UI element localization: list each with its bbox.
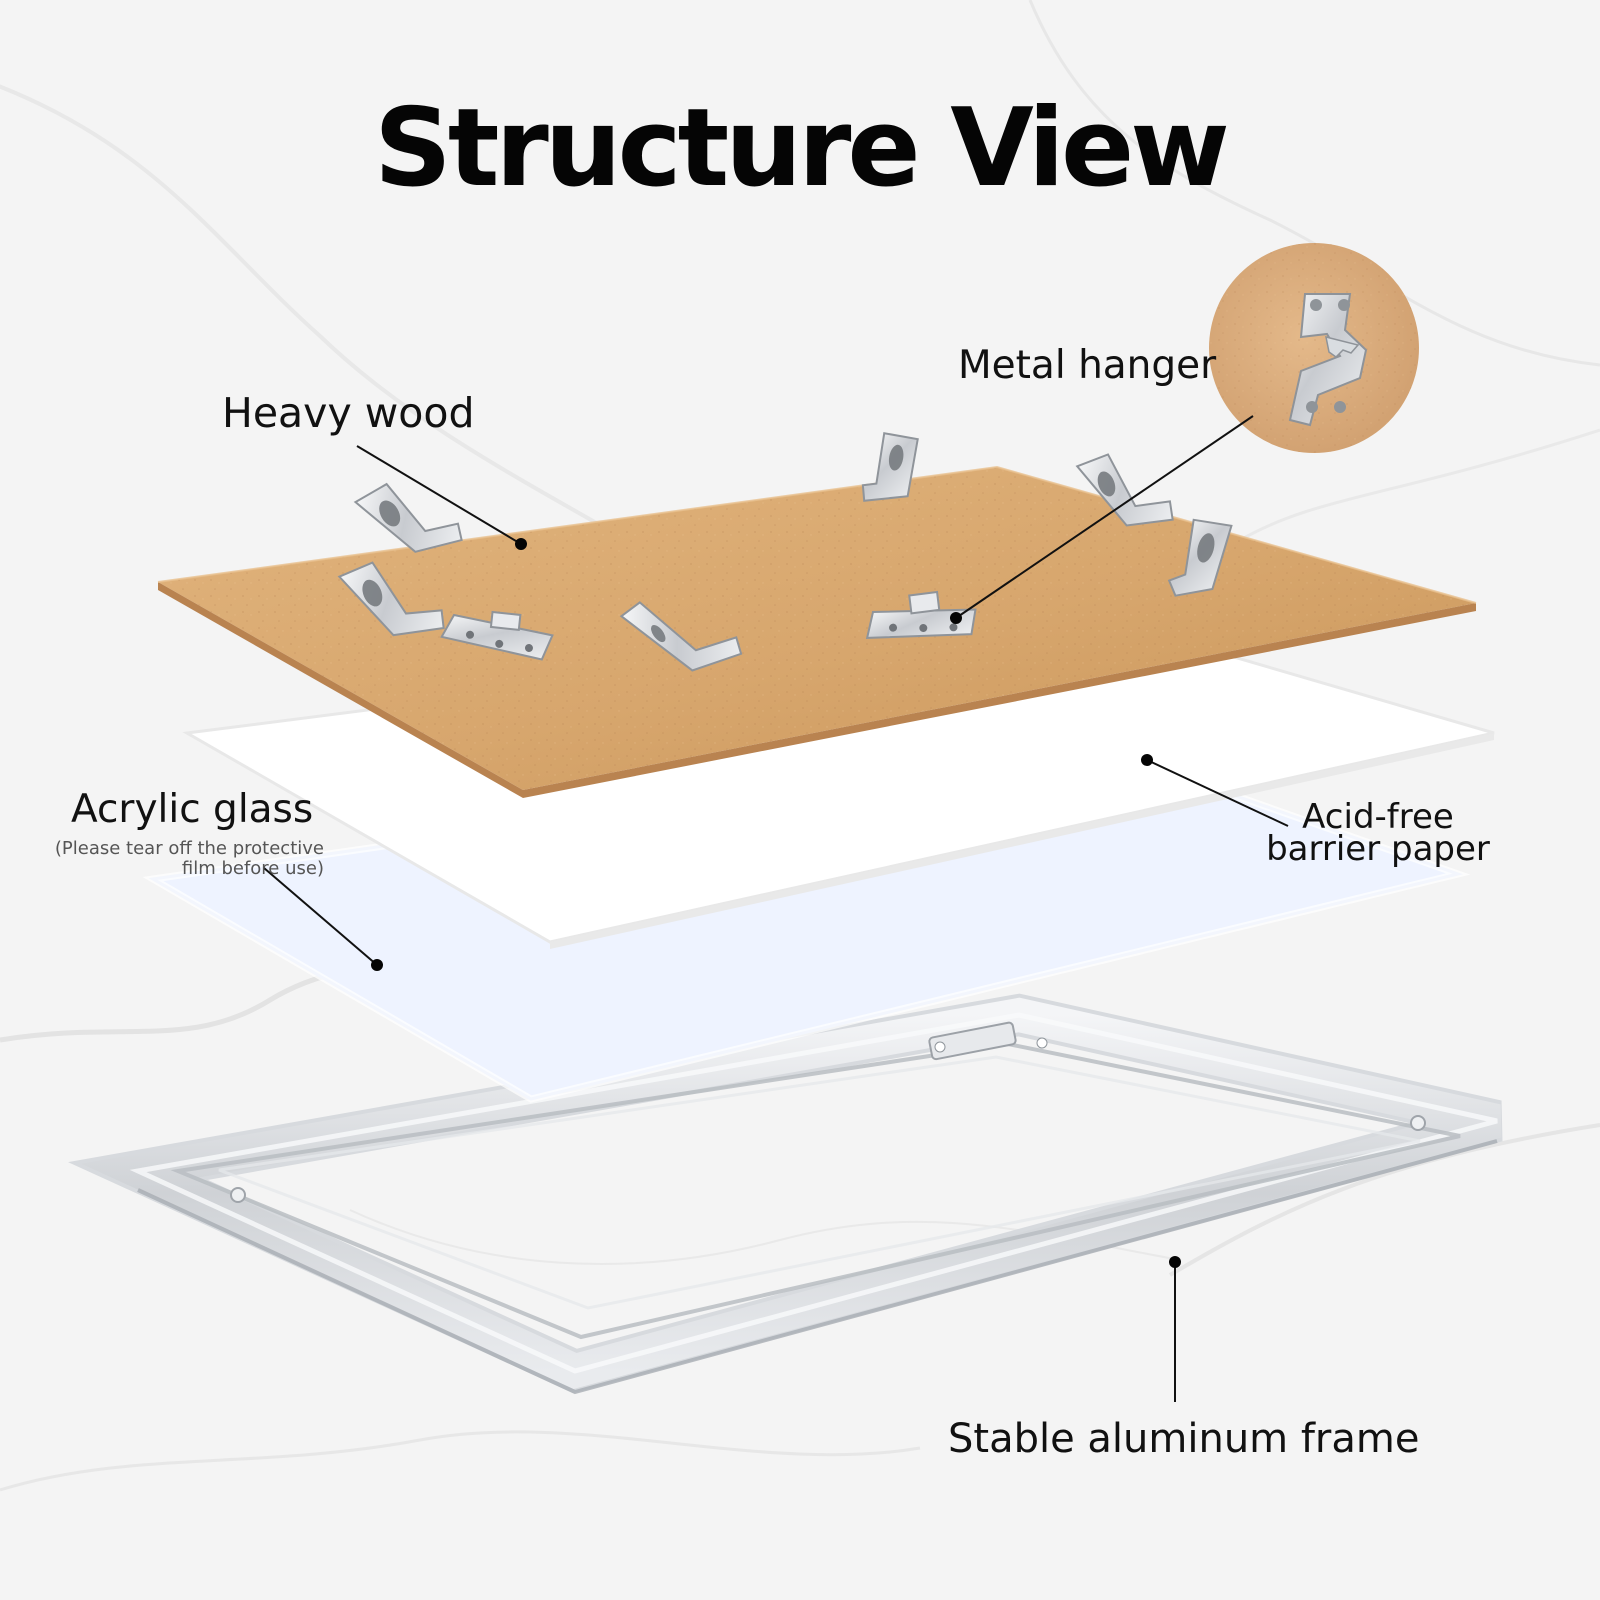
acrylic-glass-note: (Please tear off the protective film bef… <box>54 838 324 879</box>
stable-aluminum-frame-label: Stable aluminum frame <box>948 1416 1420 1462</box>
aluminum-frame <box>68 993 1503 1395</box>
wooden-backboard <box>157 465 1477 798</box>
callout-lines <box>263 415 1289 1402</box>
metal-hanger-detail <box>1209 243 1419 453</box>
metal-clips <box>337 432 1233 672</box>
acrylic-glass-label: Acrylic glass <box>71 787 314 832</box>
acid-free-barrier-paper-label: Acid-free barrier paper <box>1266 797 1490 869</box>
heavy-wood-label: Heavy wood <box>222 389 475 437</box>
page-title: Structure View <box>374 86 1230 211</box>
metal-hanger-label: Metal hanger <box>958 343 1217 388</box>
